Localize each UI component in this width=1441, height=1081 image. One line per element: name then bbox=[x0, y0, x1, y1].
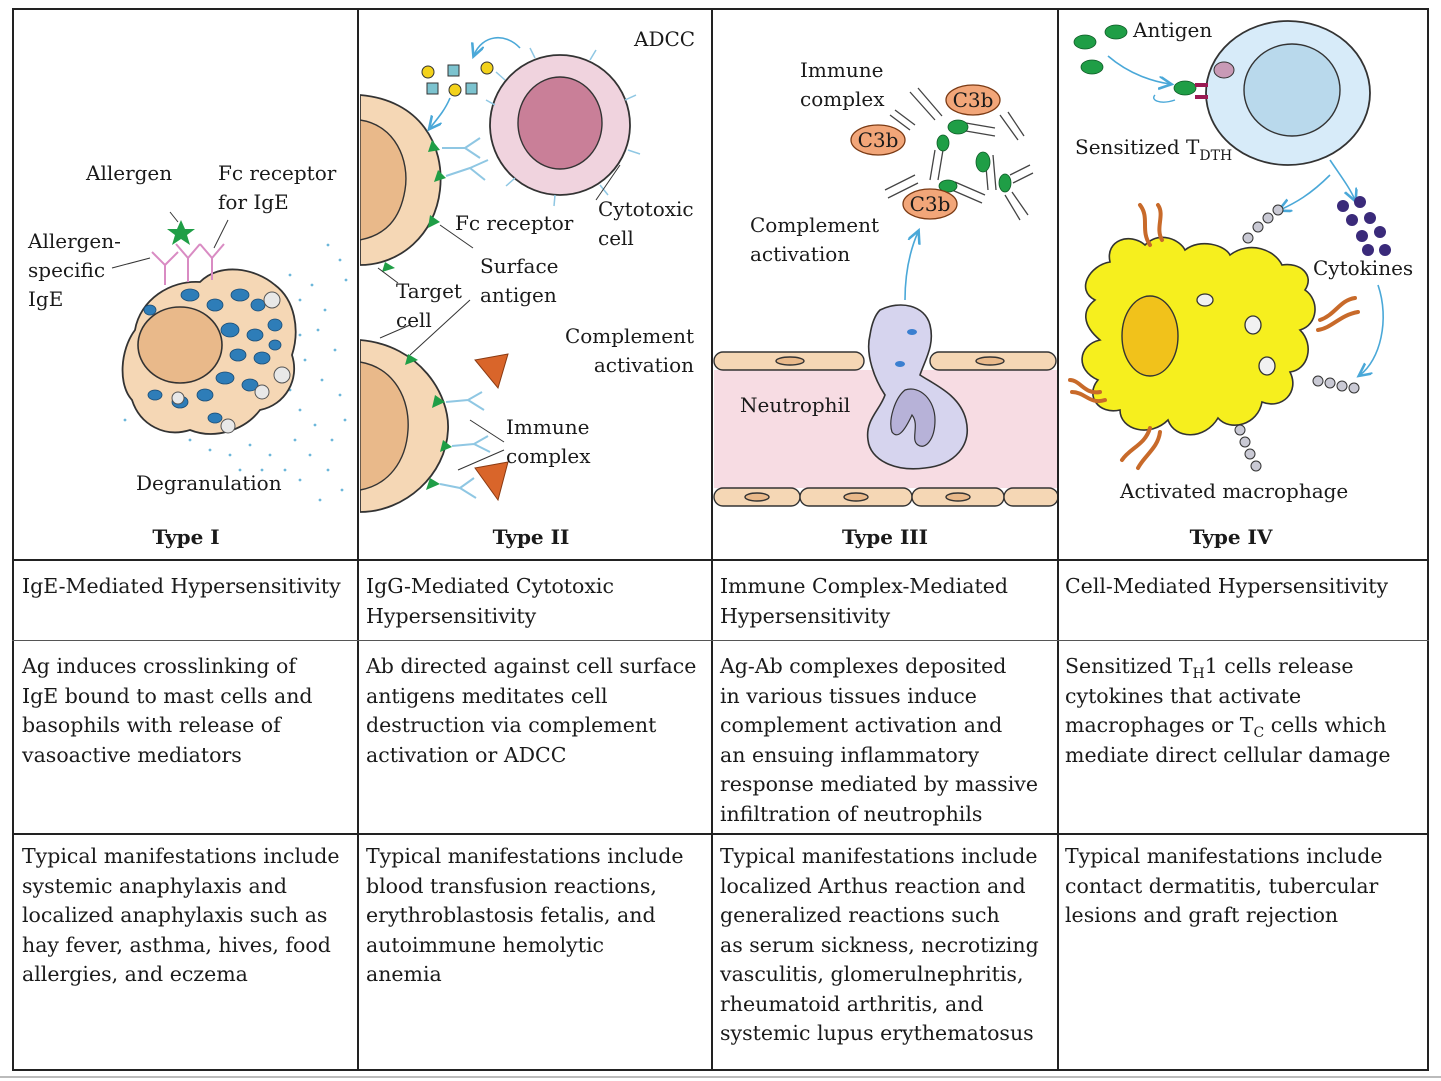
ige-antibodies bbox=[151, 243, 225, 285]
type-ii-mechanism: IgG-Mediated Cytotoxic Hypersensitivity bbox=[366, 574, 614, 628]
type-ii-manifestations: Typical manifestations include blood tra… bbox=[366, 844, 684, 986]
vessel-wall-top bbox=[713, 351, 1057, 371]
row-divider-1 bbox=[12, 559, 1429, 561]
hypersensitivity-table bbox=[12, 8, 1429, 1071]
type-iii-manifestations: Typical manifestations include localized… bbox=[720, 844, 1039, 1045]
type-i-manifestations: Typical manifestations include systemic … bbox=[22, 844, 340, 986]
label-fc-receptor: Fc receptor bbox=[455, 211, 574, 235]
macrophage-receptors bbox=[1068, 203, 1360, 470]
mhc-molecule bbox=[1213, 61, 1235, 79]
c3b-label-2: C3b bbox=[858, 128, 899, 152]
label-adcc: ADCC bbox=[633, 27, 695, 51]
type-i-description: Ag induces crosslinking of IgE bound to … bbox=[22, 654, 313, 767]
type-i-label: Type I bbox=[152, 525, 220, 549]
type-iii-mechanism: Immune Complex-Mediated Hypersensitivity bbox=[720, 574, 1008, 628]
degranulating-vesicles bbox=[171, 291, 291, 434]
igg-antibodies bbox=[439, 137, 491, 499]
page-bottom-rule bbox=[0, 1076, 1441, 1078]
activated-macrophage bbox=[1081, 236, 1316, 436]
type-iii-label: Type III bbox=[841, 525, 929, 549]
allergen-icon bbox=[167, 220, 195, 245]
antigen-particles bbox=[1073, 24, 1197, 96]
label-cytokines: Cytokines bbox=[1313, 256, 1413, 280]
row-divider-2 bbox=[12, 640, 1429, 641]
column-divider-1 bbox=[357, 8, 359, 1071]
cytokine-receptors bbox=[1234, 204, 1360, 472]
type-ii-description: Ab directed against cell surface antigen… bbox=[366, 654, 697, 767]
c3b-label-3: C3b bbox=[910, 192, 951, 216]
cytokine-dots bbox=[1337, 196, 1391, 256]
granules bbox=[143, 288, 283, 424]
type-iv-manifestations: Typical manifestations include contact d… bbox=[1065, 844, 1383, 927]
phagosomes bbox=[1196, 293, 1276, 376]
t-cell-receptor bbox=[1195, 83, 1208, 99]
complement-icon-2 bbox=[474, 461, 509, 502]
label-allergen: Allergen bbox=[85, 161, 172, 185]
c3b-label-1: C3b bbox=[953, 88, 994, 112]
type-iv-mechanism: Cell-Mediated Hypersensitivity bbox=[1065, 574, 1389, 598]
fc-receptors bbox=[485, 47, 641, 207]
cytotoxic-cell-nucleus bbox=[517, 76, 603, 170]
type-i-mechanism: IgE-Mediated Hypersensitivity bbox=[22, 574, 341, 598]
column-divider-2 bbox=[711, 8, 713, 1071]
surface-antigens bbox=[382, 140, 452, 490]
label-neutrophil: Neutrophil bbox=[740, 393, 850, 417]
vessel-wall-bottom bbox=[713, 487, 1059, 507]
c3b-molecules bbox=[850, 84, 1001, 220]
type-ii-label: Type II bbox=[492, 525, 570, 549]
label-antigen: Antigen bbox=[1132, 18, 1212, 42]
macrophage-nucleus bbox=[1121, 295, 1179, 377]
type-iv-label: Type IV bbox=[1189, 525, 1273, 549]
released-granules bbox=[421, 61, 494, 97]
t-cell-nucleus bbox=[1243, 43, 1341, 137]
row-divider-3 bbox=[12, 833, 1429, 835]
complement-icon bbox=[474, 353, 509, 390]
column-divider-3 bbox=[1057, 8, 1059, 1071]
antigens bbox=[936, 119, 1012, 193]
label-degranulation: Degranulation bbox=[136, 471, 282, 495]
type-iii-description: Ag-Ab complexes deposited in various tis… bbox=[720, 654, 1038, 826]
mast-cell-nucleus bbox=[137, 306, 223, 384]
label-activated-macrophage: Activated macrophage bbox=[1119, 479, 1348, 503]
